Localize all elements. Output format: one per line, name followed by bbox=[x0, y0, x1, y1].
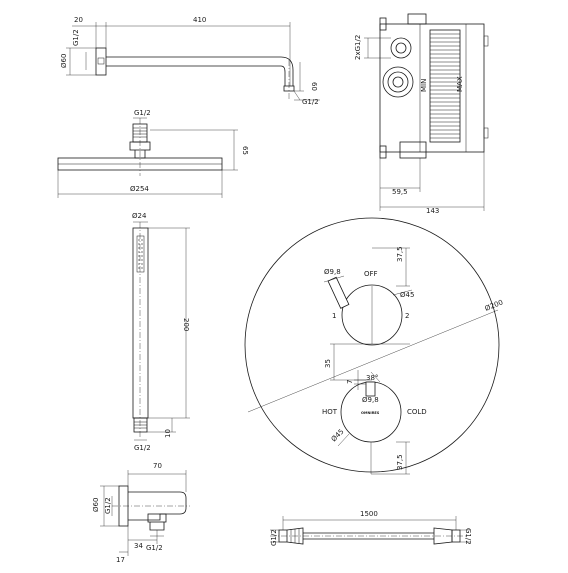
arm-outlet-thread-label: G1/2 bbox=[302, 98, 319, 106]
hose-view: 1500 G1/2 G1/2 bbox=[270, 510, 472, 546]
arm-length-label: 410 bbox=[193, 16, 206, 24]
outlet-width-label: 70 bbox=[153, 462, 162, 470]
cold-label: COLD bbox=[407, 408, 427, 416]
lower-handle bbox=[365, 381, 376, 397]
box-top-bracket bbox=[407, 13, 427, 25]
trim-plate-view: Ø9,8 OFF Ø45 1 2 37,5 35 Ø200 7 38° Ø9,8… bbox=[244, 217, 504, 475]
box-outline bbox=[379, 23, 485, 153]
position-1-label: 1 bbox=[332, 312, 336, 320]
shower-arm-view: 20 410 G1/2 Ø60 60 G1/2 bbox=[60, 16, 320, 106]
hand-shower-nozzles bbox=[136, 235, 145, 273]
spacing-top-label: 37,5 bbox=[396, 246, 404, 262]
hand-shower-connector-label: 10 bbox=[164, 429, 172, 438]
hot-label: HOT bbox=[322, 408, 338, 416]
upper-knob-diameter-label: Ø45 bbox=[400, 291, 414, 299]
hand-shower-diameter-label: Ø24 bbox=[132, 212, 147, 220]
box-bottom-bracket bbox=[399, 141, 427, 159]
arm-tube-upper bbox=[106, 56, 294, 86]
hose-thread-right-label: G1/2 bbox=[464, 528, 472, 545]
shower-head-view: G1/2 65 Ø254 bbox=[57, 109, 249, 198]
box-max-label: MAX bbox=[456, 76, 464, 92]
box-min-label: MIN bbox=[420, 79, 428, 92]
outlet-body bbox=[128, 491, 187, 521]
hand-shower-length-label: 200 bbox=[182, 318, 190, 331]
trim-plate-outline bbox=[244, 217, 500, 473]
hose-thread-left-label: G1/2 bbox=[270, 529, 278, 546]
hand-shower-thread-label: G1/2 bbox=[134, 444, 151, 452]
hand-shower-body bbox=[132, 227, 149, 419]
head-thread-label: G1/2 bbox=[134, 109, 151, 117]
upper-knob bbox=[341, 284, 403, 346]
spacing-mid-label: 35 bbox=[324, 359, 332, 368]
rough-in-box-view: MIN MAX 2xG1/2 59,5 143 bbox=[354, 13, 489, 215]
outlet-hose-thread-label: G1/2 bbox=[146, 544, 163, 552]
arm-diameter-label: Ø60 bbox=[60, 54, 68, 68]
head-height-label: 65 bbox=[241, 146, 249, 155]
outlet-offset-label: 34 bbox=[134, 542, 143, 550]
head-diameter-label: Ø254 bbox=[130, 185, 149, 193]
off-label: OFF bbox=[364, 270, 378, 278]
box-depth-total-label: 143 bbox=[426, 207, 439, 215]
arm-flange-screw bbox=[97, 57, 105, 65]
hand-shower-view: Ø24 200 10 G1/2 bbox=[132, 212, 190, 452]
outlet-hose-nut bbox=[147, 513, 167, 523]
outlet-diameter-label: Ø60 bbox=[92, 498, 100, 512]
arm-thread-label: G1/2 bbox=[72, 29, 80, 46]
inlet-lower bbox=[382, 66, 414, 98]
spacing-bottom-label: 37,5 bbox=[396, 454, 404, 470]
box-bottom-bracket-left bbox=[379, 145, 387, 159]
lower-angle-label: 38° bbox=[366, 374, 378, 382]
lower-knob-diameter-label: Ø45 bbox=[330, 428, 346, 444]
upper-handle bbox=[327, 276, 350, 309]
arm-drop-label: 60 bbox=[310, 82, 318, 91]
box-depth-min-label: 59,5 bbox=[392, 188, 408, 196]
outlet-thread-label: G1/2 bbox=[104, 497, 112, 514]
box-inlet-thread-label: 2xG1/2 bbox=[354, 35, 362, 60]
position-2-label: 2 bbox=[405, 312, 409, 320]
wall-outlet-view: 70 Ø60 G1/2 34 G1/2 17 bbox=[92, 462, 190, 564]
upper-handle-diameter-label: Ø9,8 bbox=[324, 268, 341, 276]
hose-length-label: 1500 bbox=[360, 510, 378, 518]
lower-offset-label: 7 bbox=[346, 380, 354, 384]
outlet-depth-label: 17 bbox=[116, 556, 125, 564]
inlet-upper bbox=[390, 37, 412, 59]
arm-offset-label: 20 bbox=[74, 16, 83, 24]
arm-wall-flange bbox=[95, 47, 107, 76]
brand-logo-text: OMNIRES bbox=[361, 411, 380, 415]
lower-handle-diameter-label: Ø9,8 bbox=[362, 396, 379, 404]
arm-tube-lower bbox=[106, 65, 286, 86]
box-top-bracket-left bbox=[379, 17, 387, 31]
